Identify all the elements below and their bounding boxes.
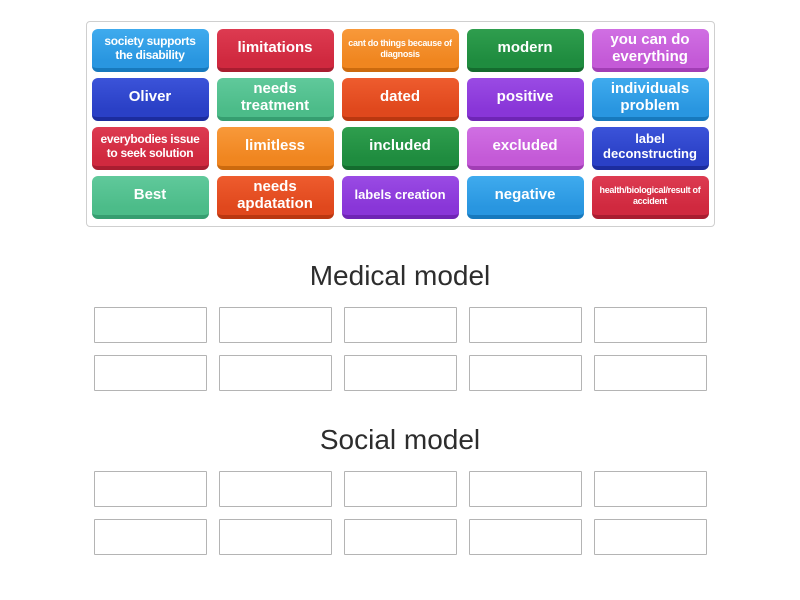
word-tile[interactable]: Best <box>91 176 209 219</box>
word-tile[interactable]: modern <box>466 29 584 72</box>
word-tile[interactable]: label deconstructing <box>591 127 709 170</box>
drop-slot[interactable] <box>343 307 457 343</box>
drop-slot[interactable] <box>468 471 582 507</box>
drop-slot[interactable] <box>468 355 582 391</box>
drop-slot[interactable] <box>218 471 332 507</box>
drop-slot[interactable] <box>93 307 207 343</box>
word-tile[interactable]: everybodies issue to seek solution <box>91 127 209 170</box>
word-tile[interactable]: included <box>341 127 459 170</box>
word-tile[interactable]: you can do everything <box>591 29 709 72</box>
drop-slot[interactable] <box>593 519 707 555</box>
drop-slot[interactable] <box>218 307 332 343</box>
group-title-medical: Medical model <box>309 260 491 291</box>
word-tile[interactable]: limitless <box>216 127 334 170</box>
word-tile[interactable]: individuals problem <box>591 78 709 121</box>
drop-slot[interactable] <box>593 355 707 391</box>
word-tile[interactable]: needs apdatation <box>216 176 334 219</box>
drop-slot[interactable] <box>93 471 207 507</box>
drop-slot[interactable] <box>468 519 582 555</box>
group-medical-model: Medical model <box>0 260 800 391</box>
drop-slot[interactable] <box>218 355 332 391</box>
word-tile[interactable]: excluded <box>466 127 584 170</box>
drop-slot[interactable] <box>343 519 457 555</box>
word-tile[interactable]: negative <box>466 176 584 219</box>
word-tile[interactable]: needs treatment <box>216 78 334 121</box>
word-tile[interactable]: health/biological/result of accident <box>591 176 709 219</box>
group-social-model: Social model <box>0 424 800 555</box>
word-tile[interactable]: limitations <box>216 29 334 72</box>
drop-slot[interactable] <box>93 519 207 555</box>
word-tile[interactable]: positive <box>466 78 584 121</box>
drop-slot[interactable] <box>343 355 457 391</box>
drop-slot[interactable] <box>93 355 207 391</box>
group-title-social: Social model <box>319 424 481 455</box>
drop-slot[interactable] <box>593 307 707 343</box>
word-tile[interactable]: society supports the disability <box>91 29 209 72</box>
drop-slot[interactable] <box>593 471 707 507</box>
medical-slots <box>0 307 800 391</box>
drop-slot[interactable] <box>343 471 457 507</box>
word-tile[interactable]: labels creation <box>341 176 459 219</box>
word-tile[interactable]: cant do things because of diagnosis <box>341 29 459 72</box>
social-slots <box>0 471 800 555</box>
drop-slot[interactable] <box>218 519 332 555</box>
word-tile[interactable]: Oliver <box>91 78 209 121</box>
word-tile[interactable]: dated <box>341 78 459 121</box>
drop-slot[interactable] <box>468 307 582 343</box>
